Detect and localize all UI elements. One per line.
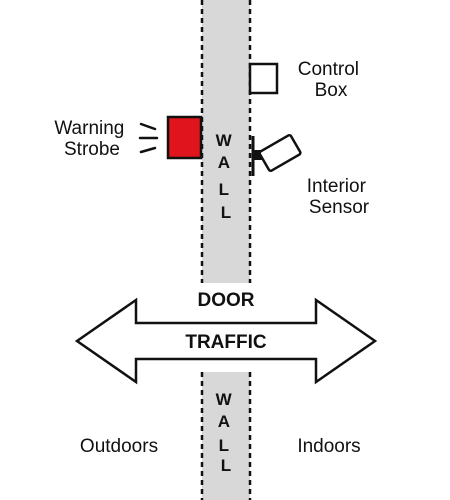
- warning-strobe: [166, 115, 203, 160]
- control-box: [248, 62, 279, 95]
- wall-upper: [200, 0, 252, 283]
- indoors-label: Indoors: [297, 436, 360, 457]
- door-label: DOOR: [198, 290, 255, 311]
- light-rays-icon: [138, 122, 159, 154]
- outdoors-label: Outdoors: [80, 436, 158, 457]
- wall-upper-label: W A L L: [216, 131, 237, 222]
- warning-strobe-label: Warning Strobe: [54, 118, 129, 160]
- traffic-label: TRAFFIC: [185, 332, 267, 353]
- motion-sensor-icon: [251, 133, 302, 176]
- control-box-label: Control Box: [298, 59, 365, 101]
- interior-sensor-label: Interior Sensor: [307, 176, 371, 218]
- wall-lower-label: W A L L: [216, 390, 237, 475]
- wall-lower: [200, 372, 252, 500]
- double-arrow-icon: [74, 297, 378, 385]
